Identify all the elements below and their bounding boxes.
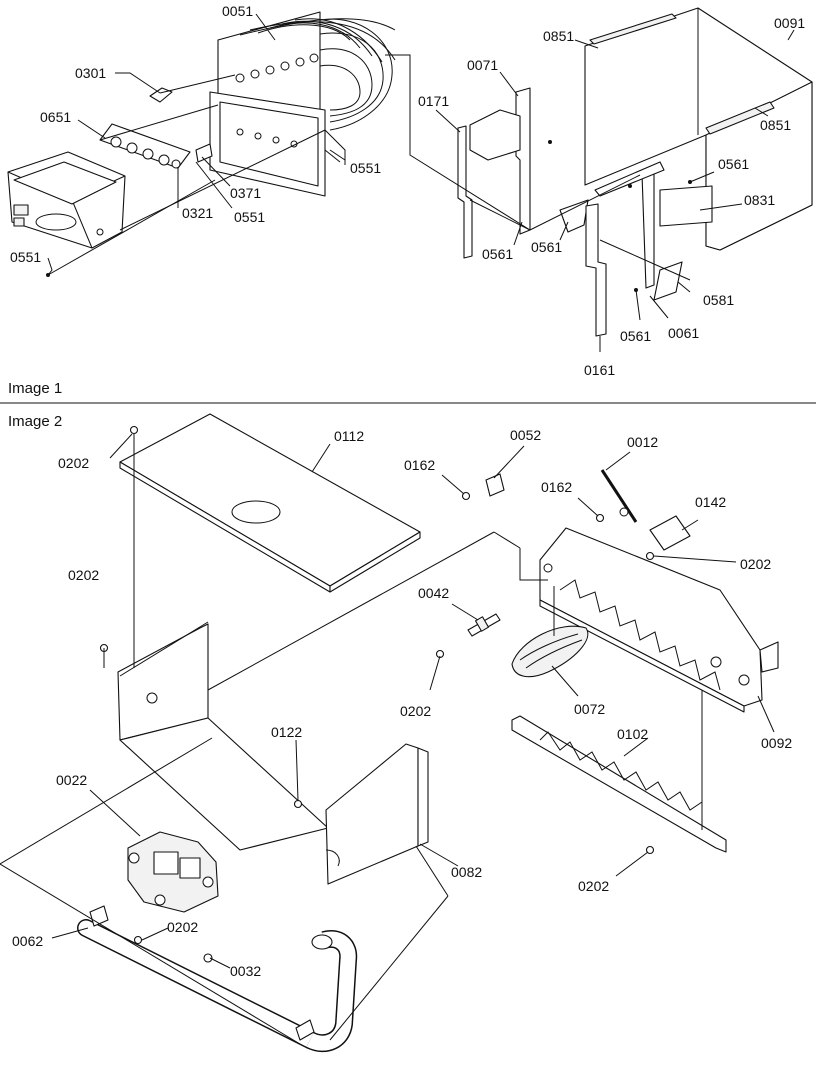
label-0551-mid: 0551 — [234, 209, 265, 225]
flame-rail-part — [511, 715, 727, 853]
label-0202-pipe: 0202 — [167, 919, 198, 935]
strip-0171-part — [457, 125, 473, 259]
right-panel-part — [325, 743, 429, 885]
label-0851-right: 0851 — [760, 117, 791, 133]
section-title-image2: Image 2 — [8, 413, 62, 430]
label-0071: 0071 — [467, 57, 498, 73]
image1-leader-lines — [47, 13, 346, 276]
label-0551-left: 0551 — [10, 249, 41, 265]
image2-group: Image 2 — [0, 413, 792, 1053]
label-0092: 0092 — [761, 735, 792, 751]
image1-group: 0051 0301 0651 0371 0321 0551 0551 0551 … — [7, 3, 813, 397]
label-0831: 0831 — [744, 192, 775, 208]
left-panel-part — [117, 623, 329, 851]
label-0202-bottom: 0202 — [578, 878, 609, 894]
label-0052: 0052 — [510, 427, 541, 443]
label-0301: 0301 — [75, 65, 106, 81]
label-0551-right: 0551 — [350, 160, 381, 176]
label-0162-right: 0162 — [541, 479, 572, 495]
manifold-part — [539, 527, 779, 713]
label-0122: 0122 — [271, 724, 302, 740]
section-title-image1: Image 1 — [8, 380, 62, 397]
label-0561-top: 0561 — [718, 156, 749, 172]
label-0202-top: 0202 — [58, 455, 89, 471]
bracket-0371-part — [195, 143, 213, 163]
top-plate-part — [119, 413, 421, 593]
label-0561-bottom: 0561 — [620, 328, 651, 344]
label-0032: 0032 — [230, 963, 261, 979]
label-0091: 0091 — [774, 15, 805, 31]
gas-valve-part — [127, 831, 219, 913]
label-0082: 0082 — [451, 864, 482, 880]
label-0061: 0061 — [668, 325, 699, 341]
label-0202-mid: 0202 — [400, 703, 431, 719]
label-0651: 0651 — [40, 109, 71, 125]
label-0171: 0171 — [418, 93, 449, 109]
cabinet-0091-part — [584, 7, 813, 251]
label-0851-top: 0851 — [543, 28, 574, 44]
label-0022: 0022 — [56, 772, 87, 788]
label-0561-mid: 0561 — [531, 239, 562, 255]
image2-leader-lines — [0, 433, 775, 1045]
baffle-0071-part — [469, 87, 531, 235]
label-0561-left: 0561 — [482, 246, 513, 262]
burner-box-part — [7, 151, 126, 249]
label-0321: 0321 — [182, 205, 213, 221]
label-0062: 0062 — [12, 933, 43, 949]
heat-exchanger-panel — [209, 91, 346, 197]
label-0142: 0142 — [695, 494, 726, 510]
bracket-0301-part — [149, 87, 173, 103]
label-0581: 0581 — [703, 292, 734, 308]
screws-group — [99, 425, 655, 963]
label-0202-left: 0202 — [68, 567, 99, 583]
label-0042: 0042 — [418, 585, 449, 601]
igniter-part — [467, 613, 501, 637]
label-0112: 0112 — [334, 428, 364, 444]
gas-pipe-part — [77, 905, 358, 1053]
image1-right-leaders — [385, 29, 795, 352]
label-0161: 0161 — [584, 362, 615, 378]
label-0012: 0012 — [627, 434, 658, 450]
bracket-group-0581 — [559, 161, 713, 337]
label-0102: 0102 — [617, 726, 648, 742]
burner-part — [511, 625, 589, 678]
flame-sensor-part — [600, 469, 691, 551]
gasket-plate-part — [99, 123, 191, 169]
label-0202-manifold: 0202 — [740, 556, 771, 572]
label-0162-left: 0162 — [404, 457, 435, 473]
label-0051: 0051 — [222, 3, 253, 19]
label-0072: 0072 — [574, 701, 605, 717]
label-0371: 0371 — [230, 185, 261, 201]
